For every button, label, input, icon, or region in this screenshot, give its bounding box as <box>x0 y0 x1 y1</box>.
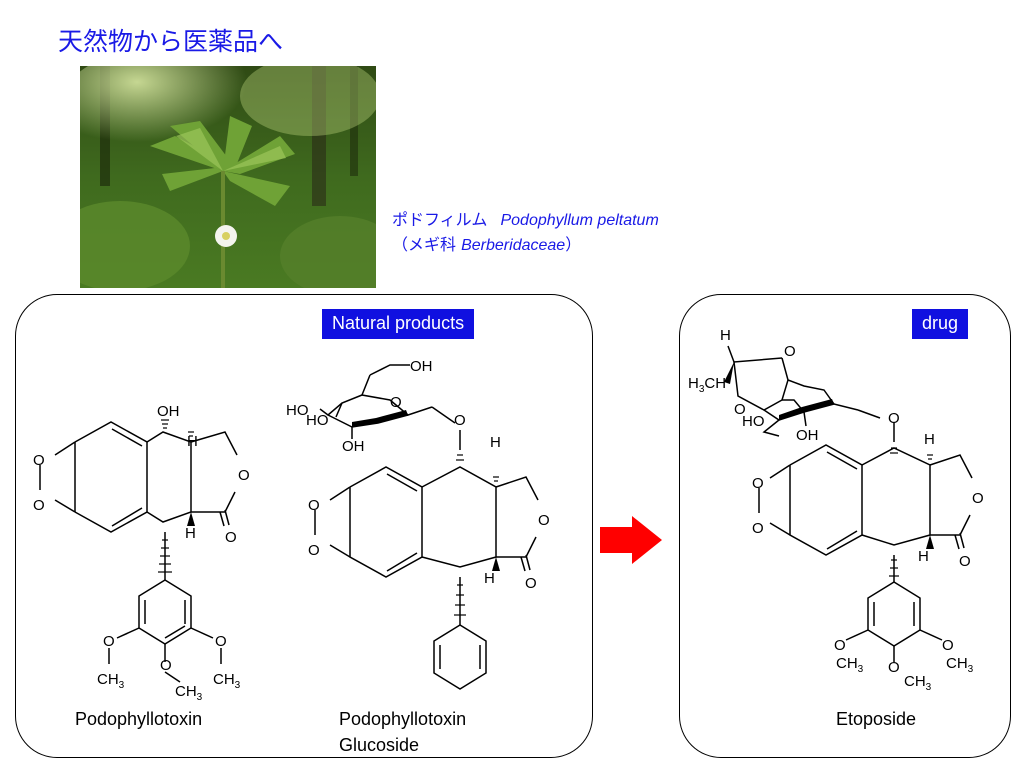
atom-oh: OH <box>157 403 180 420</box>
atom-o: O <box>834 637 846 654</box>
atom-o: O <box>33 497 45 514</box>
atom-o: O <box>942 637 954 654</box>
glucoside-name-line1: Podophyllotoxin <box>339 709 467 729</box>
atom-oh: OH <box>410 358 433 375</box>
atom-o: O <box>215 633 227 650</box>
family-latin: Berberidaceae <box>461 237 566 254</box>
atom-h: H <box>185 525 196 542</box>
caption-line-2: （メギ科 Berberidaceae） <box>392 233 659 258</box>
glucoside-label: Podophyllotoxin Glucoside <box>339 706 466 758</box>
atom-h: H <box>918 548 929 565</box>
podophyllotoxin-structure: O O OH H O O H O O O CH3 CH3 CH3 <box>33 403 250 700</box>
etoposide-name: Etoposide <box>836 709 917 729</box>
atom-ho: HO <box>286 402 309 419</box>
atom-o: O <box>752 475 764 492</box>
methyl-group: CH3 <box>946 655 974 675</box>
drug-panel <box>679 294 1011 758</box>
family-suffix: ） <box>565 235 582 254</box>
atom-h: H <box>490 434 501 451</box>
right-arrow-icon <box>600 516 662 564</box>
atom-o: O <box>734 401 746 418</box>
atom-o: O <box>238 467 250 484</box>
methyl-group: CH3 <box>97 671 125 691</box>
atom-h: H <box>720 327 731 344</box>
plant-name-jp: ポドフィルム <box>392 210 488 229</box>
podophyllum-plant-photo <box>80 66 376 288</box>
plant-caption: ポドフィルム Podophyllum peltatum （メギ科 Berberi… <box>392 208 659 258</box>
atom-h: H <box>187 433 198 450</box>
atom-o: O <box>225 529 237 546</box>
natural-products-label: Natural products <box>322 309 475 339</box>
methyl-group: CH3 <box>836 655 864 675</box>
glucoside-name-line2: Glucoside <box>339 735 420 755</box>
methyl-group: CH3 <box>175 683 203 700</box>
atom-o: O <box>888 410 900 427</box>
etoposide-label: Etoposide <box>836 706 916 732</box>
atom-o: O <box>972 490 984 507</box>
podophyllotoxin-name: Podophyllotoxin <box>75 709 203 729</box>
atom-o: O <box>390 394 402 411</box>
atom-h: H <box>484 570 495 587</box>
atom-o: O <box>784 343 796 360</box>
methyl-group: CH3 <box>213 671 241 691</box>
atom-o: O <box>454 412 466 429</box>
methyl-group: H3CH <box>688 375 726 395</box>
etoposide-structure: H O H3CH O HO OH O H O O O O H O O O CH3… <box>688 327 984 693</box>
atom-o: O <box>103 633 115 650</box>
atom-o: O <box>33 452 45 469</box>
caption-line-1: ポドフィルム Podophyllum peltatum <box>392 208 659 233</box>
atom-o: O <box>538 512 550 529</box>
atom-o: O <box>308 497 320 514</box>
podophyllotoxin-label: Podophyllotoxin <box>75 706 202 732</box>
atom-o: O <box>308 542 320 559</box>
atom-o: O <box>888 659 900 676</box>
atom-o: O <box>160 657 172 674</box>
methyl-group: CH3 <box>904 673 932 693</box>
atom-o: O <box>752 520 764 537</box>
glucoside-structure: OH O HO HO OH O H O O O O H <box>286 358 550 690</box>
atom-o: O <box>959 553 971 570</box>
atom-h: H <box>924 431 935 448</box>
plant-name-latin: Podophyllum peltatum <box>500 212 659 229</box>
drug-label: drug <box>912 309 969 339</box>
atom-ho: HO <box>306 412 329 429</box>
atom-oh: OH <box>342 438 365 455</box>
family-prefix: （メギ科 <box>392 235 457 254</box>
atom-o: O <box>525 575 537 592</box>
page-title: 天然物から医薬品へ <box>58 27 284 56</box>
atom-ho: HO <box>742 413 765 430</box>
atom-oh: OH <box>796 427 819 444</box>
